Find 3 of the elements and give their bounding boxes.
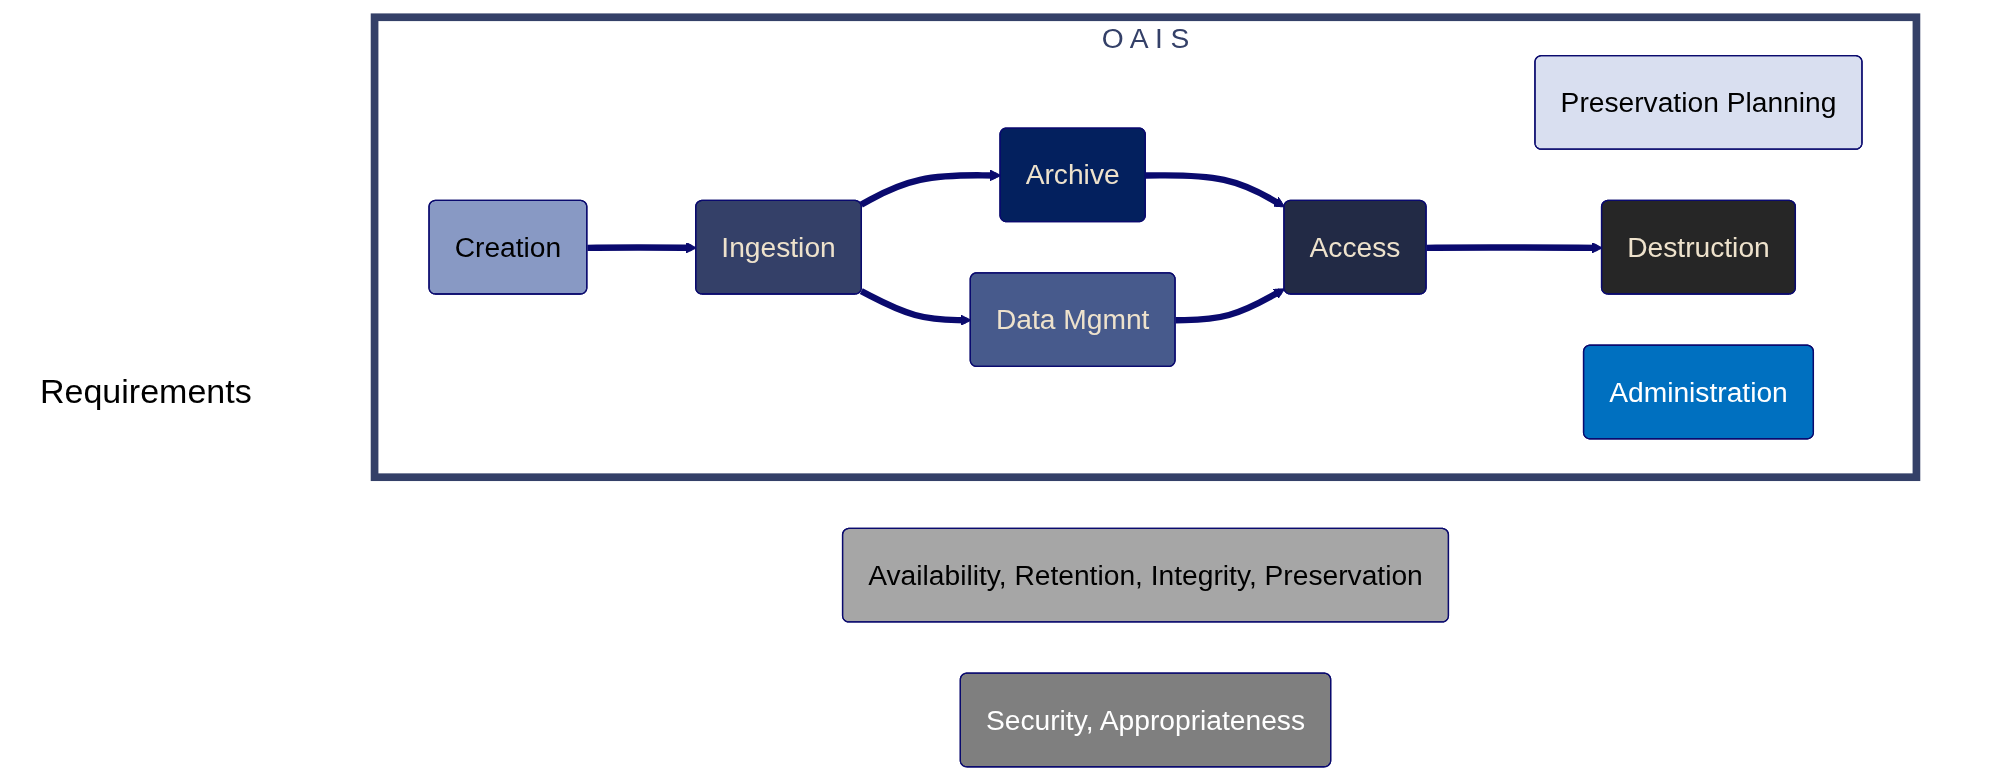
arrow <box>1175 287 1286 323</box>
side-label: Requirements <box>40 372 253 411</box>
arrow <box>1145 171 1286 207</box>
